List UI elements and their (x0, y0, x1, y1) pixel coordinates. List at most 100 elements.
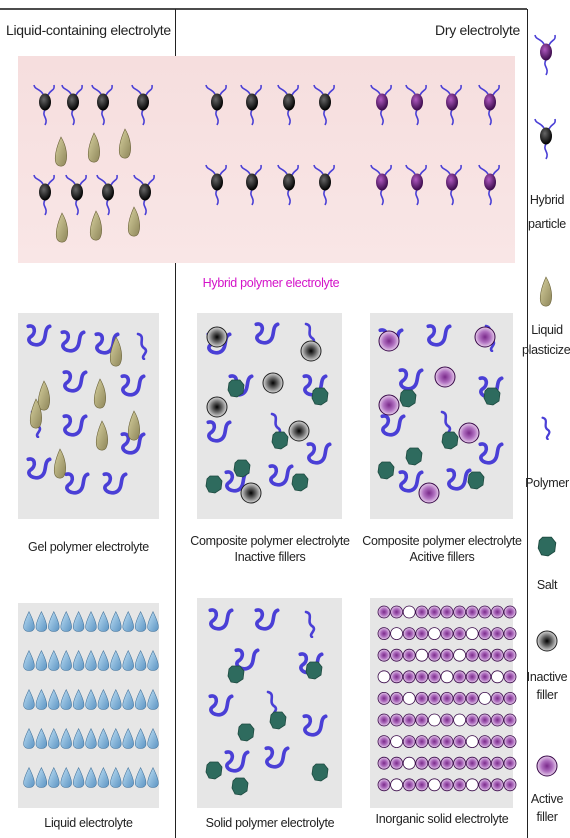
inorganic-particle (491, 779, 503, 791)
inorganic-grid (378, 606, 516, 791)
inorganic-particle (403, 671, 415, 683)
inorganic-particle (416, 606, 428, 618)
inorganic-particle (491, 692, 503, 704)
salt-icon (538, 537, 556, 556)
inorganic-particle (428, 779, 440, 791)
hybrid-caption: Hybrid polymer electrolyte (176, 276, 366, 291)
inorganic-particle (416, 757, 428, 769)
inorganic-particle (466, 649, 478, 661)
composite-inactive-caption-1: Composite polymer electrolyte (180, 534, 360, 549)
inorganic-particle (428, 606, 440, 618)
liquid-plasticizer-icon (540, 277, 551, 306)
inorganic-particle (479, 671, 491, 683)
inorganic-particle (504, 671, 516, 683)
inorganic-particle (454, 649, 466, 661)
inorganic-particle (378, 692, 390, 704)
inorganic-particle (416, 671, 428, 683)
inorganic-particle (378, 779, 390, 791)
inorganic-particle (454, 671, 466, 683)
inorganic-particle (403, 736, 415, 748)
inactive-filler-icon (537, 631, 557, 651)
inorganic-particle (378, 606, 390, 618)
inorganic-particle (504, 692, 516, 704)
inorganic-particle (403, 628, 415, 640)
solid-polymer-caption: Solid polymer electrolyte (180, 816, 360, 831)
legend-label-plasticizer-2: plasticizer (522, 343, 570, 358)
inorganic-particle (378, 736, 390, 748)
inorganic-particle (504, 757, 516, 769)
inorganic-particle (479, 714, 491, 726)
inorganic-particle (441, 606, 453, 618)
inorganic-particle (416, 736, 428, 748)
inorganic-particle (378, 671, 390, 683)
inorganic-particle (491, 671, 503, 683)
inorganic-particle (454, 606, 466, 618)
inorganic-particle (491, 714, 503, 726)
legend-label-polymer: Polymer (522, 476, 570, 491)
inorganic-particle (466, 692, 478, 704)
legend-icons (535, 35, 557, 776)
gel-caption: Gel polymer electrolyte (18, 540, 159, 555)
inorganic-particle (479, 757, 491, 769)
inorganic-particle (504, 736, 516, 748)
inorganic-particle (428, 692, 440, 704)
inorganic-particle (491, 757, 503, 769)
inorganic-particle (466, 671, 478, 683)
inorganic-particle (441, 757, 453, 769)
legend-label-active-2: filler (522, 810, 570, 825)
inorganic-particle (391, 649, 403, 661)
inorganic-particle (391, 736, 403, 748)
inorganic-particle (466, 606, 478, 618)
header-dry: Dry electrolyte (435, 22, 520, 38)
inorganic-particle (403, 757, 415, 769)
inorganic-particle (441, 649, 453, 661)
inorganic-particle (479, 649, 491, 661)
inorganic-particle (491, 606, 503, 618)
legend-label-active-1: Active (522, 792, 570, 807)
inorganic-particle (441, 628, 453, 640)
inorganic-panel (370, 598, 513, 808)
inorganic-particle (454, 714, 466, 726)
legend-label-hybrid-1: Hybrid (522, 193, 570, 208)
legend-label-salt: Salt (522, 578, 570, 593)
inorganic-particle (504, 779, 516, 791)
inorganic-particle (479, 606, 491, 618)
inorganic-particle (454, 736, 466, 748)
inorganic-particle (378, 649, 390, 661)
inorganic-particle (391, 757, 403, 769)
active-filler-icon (537, 756, 557, 776)
inorganic-particle (428, 671, 440, 683)
inorganic-particle (403, 606, 415, 618)
inorganic-particle (416, 714, 428, 726)
inorganic-particle (391, 692, 403, 704)
inorganic-particle (378, 757, 390, 769)
inorganic-particle (441, 692, 453, 704)
inorganic-particle (391, 671, 403, 683)
inorganic-particle (454, 757, 466, 769)
inorganic-particle (416, 649, 428, 661)
inorganic-particle (378, 628, 390, 640)
inorganic-particle (479, 736, 491, 748)
polymer-icon (543, 418, 550, 439)
inorganic-particle (416, 779, 428, 791)
inorganic-particle (428, 736, 440, 748)
inorganic-particle (441, 671, 453, 683)
inorganic-particle (416, 692, 428, 704)
composite-active-caption-1: Composite polymer electrolyte (352, 534, 532, 549)
inorganic-particle (491, 649, 503, 661)
inorganic-particle (403, 714, 415, 726)
composite-active-caption-2: Acitive fillers (352, 550, 532, 565)
inorganic-particle (441, 779, 453, 791)
inorganic-particle (403, 779, 415, 791)
inorganic-particle (416, 628, 428, 640)
inorganic-particle (391, 714, 403, 726)
inorganic-particle (504, 606, 516, 618)
inorganic-caption: Inorganic solid electrolyte (352, 812, 532, 827)
inorganic-particle (466, 779, 478, 791)
inorganic-particle (428, 714, 440, 726)
inorganic-particle (428, 649, 440, 661)
inorganic-particle (466, 628, 478, 640)
legend-label-inactive-1: Inactive (522, 670, 570, 685)
